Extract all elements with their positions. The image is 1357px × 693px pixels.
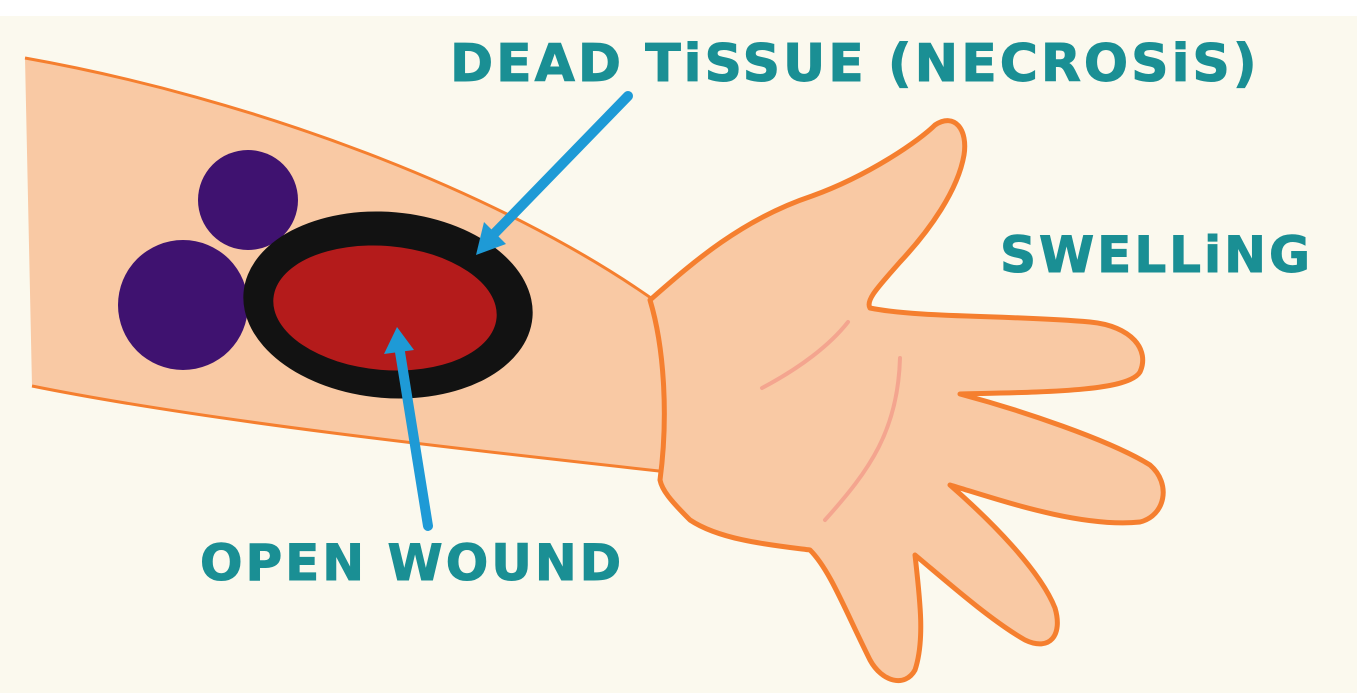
label-swelling: SWELLiNG: [1000, 226, 1313, 284]
label-dead-tissue: DEAD TiSSUE (NECROSiS): [450, 34, 1260, 94]
label-open-wound: OPEN WOUND: [200, 534, 624, 592]
bruise-upper: [198, 150, 298, 250]
bruise-lower: [118, 240, 248, 370]
